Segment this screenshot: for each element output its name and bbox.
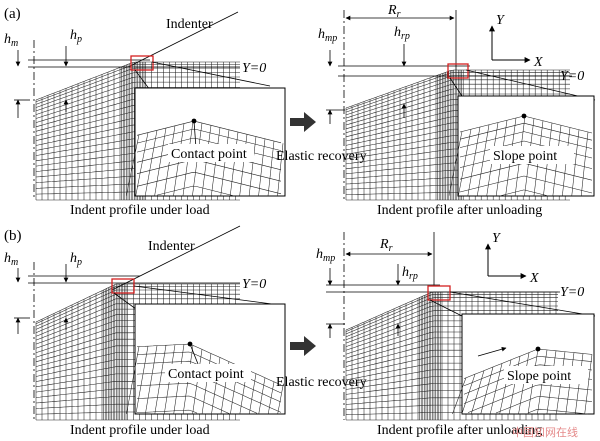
caption-unload-b: Indent profile after unloading xyxy=(377,423,542,438)
y0-label: Y=0 xyxy=(242,61,266,76)
h-mp-label-b: hmp xyxy=(316,247,335,264)
y0-label-right: Y=0 xyxy=(560,69,584,84)
panel-b-left-inset: Contact point xyxy=(126,303,286,415)
slope-point-label-b: Slope point xyxy=(507,369,571,384)
highlight-box xyxy=(130,55,154,71)
panel-a: (a) hm hp Indenter Y=0 xyxy=(4,3,596,218)
panel-b-right-dims: Rr hmp hrp Y X Y=0 xyxy=(316,231,584,338)
axis-x-label: X xyxy=(533,55,543,70)
watermark: 中国知网在线 xyxy=(512,425,578,439)
panel-b-left-dims: hm hp Indenter Y=0 xyxy=(4,239,266,334)
axis-y-label: Y xyxy=(496,13,506,28)
h-p-label: hp xyxy=(70,28,82,45)
y0-label-b: Y=0 xyxy=(242,277,266,292)
caption-load-b: Indent profile under load xyxy=(70,423,210,438)
panel-b-letter: (b) xyxy=(4,228,22,244)
caption-load: Indent profile under load xyxy=(70,203,210,218)
indenter-label-b: Indenter xyxy=(148,239,195,254)
elastic-recovery-label-b: Elastic recovery xyxy=(276,375,367,390)
panel-a-left-inset: Contact point xyxy=(125,87,286,197)
y0-label-right-b: Y=0 xyxy=(560,285,584,300)
zoom-line xyxy=(151,61,271,87)
panel-a-left-dims: hm hp Indenter Y=0 xyxy=(4,17,266,118)
panel-b: (b) hm hp Indenter Y=0 xyxy=(4,225,596,438)
zoom-line-2 xyxy=(134,69,151,91)
axis-x-label-b: X xyxy=(529,271,539,286)
h-mp-label: hmp xyxy=(318,27,337,44)
indenter-face xyxy=(129,11,239,67)
h-rp-label: hrp xyxy=(394,25,410,42)
slope-point-label: Slope point xyxy=(493,149,557,164)
h-m-label: hm xyxy=(4,32,18,49)
h-rp-label-b: hrp xyxy=(402,265,418,282)
panel-b-right-inset: Slope point xyxy=(452,313,595,415)
elastic-recovery-label: Elastic recovery xyxy=(276,149,367,164)
h-m-label-b: hm xyxy=(4,251,18,268)
panel-a-letter: (a) xyxy=(4,6,21,22)
axis-y-label-b: Y xyxy=(492,231,502,246)
h-p-label-b: hp xyxy=(70,251,82,268)
R-r-label: Rr xyxy=(387,3,401,20)
panel-a-right-inset: Slope point xyxy=(448,95,595,197)
panel-a-right-dims: Rr hmp hrp Y X Y=0 xyxy=(318,3,584,124)
R-r-label-b: Rr xyxy=(379,237,393,254)
contact-point-label-b: Contact point xyxy=(168,367,244,382)
contact-point-label: Contact point xyxy=(171,147,247,162)
caption-unload: Indent profile after unloading xyxy=(377,203,542,218)
slope-point-marker xyxy=(521,113,527,119)
indenter-label: Indenter xyxy=(166,17,213,32)
transition-arrow xyxy=(290,112,316,132)
